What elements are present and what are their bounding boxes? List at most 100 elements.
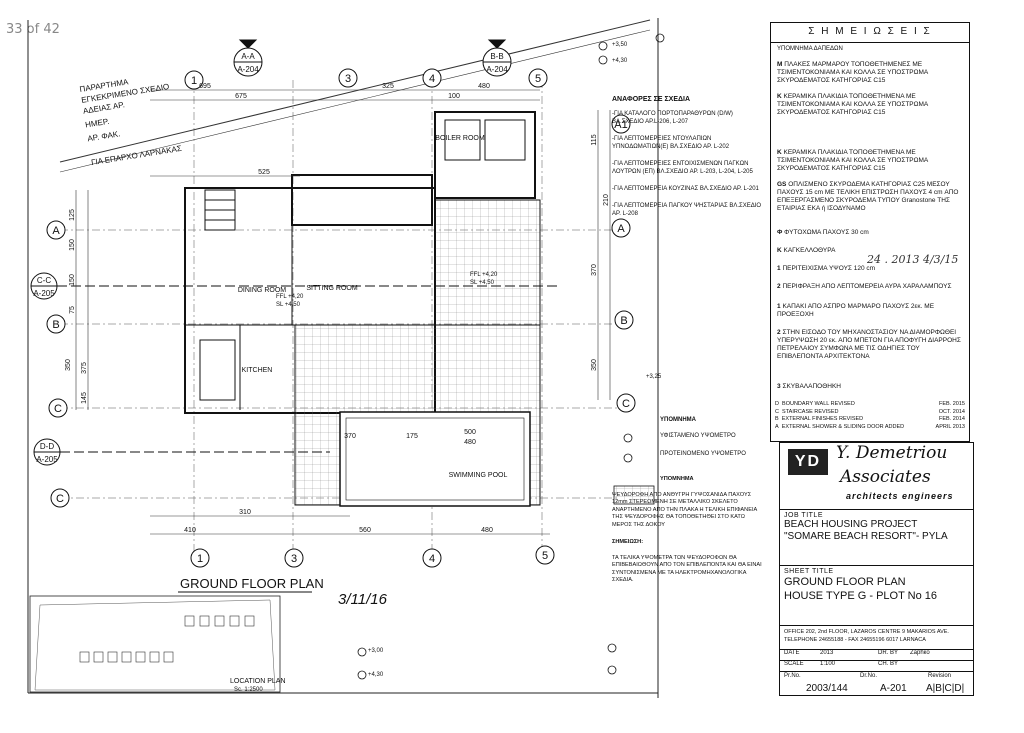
scale-row: SCALE 1:100 CH. BY (780, 660, 973, 672)
sheet-title-section: SHEET TITLE GROUND FLOOR PLAN HOUSE TYPE… (780, 565, 973, 625)
dim-bottom-1: 560 (359, 527, 371, 534)
level-sl-1: SL +4,50 (276, 302, 301, 308)
level-ffl-1: FFL +4,20 (276, 294, 304, 300)
dim-left-1: 150 (69, 239, 76, 251)
revision-value: A|B|C|D| (926, 683, 965, 694)
section-marker-aa: A-A (241, 52, 255, 61)
note-item: Κ ΚΕΡΑΜΙΚΑ ΠΛΑΚΙΔΙΑ ΤΟΠΟΘΕΤΗΜΕΝΑ ΜΕ ΤΣΙΜ… (777, 149, 928, 172)
dim-left-4: 350 (65, 359, 72, 371)
grid-col-4: 4 (429, 73, 435, 85)
dim-right-3: 350 (591, 359, 598, 371)
level-top-1: +3,50 (612, 42, 628, 48)
dim-left-5: 375 (81, 362, 88, 374)
notes-handwritten: 24 . 2013 4/3/15 (867, 253, 959, 266)
room-boiler: BOILER ROOM (435, 135, 485, 142)
numbered-note: 1 ΚΑΠΑΚΙ ΑΠΟ ΑΣΠΡΟ ΜΑΡΜΑΡΟ ΠΑΧΟΥΣ 2εκ. Μ… (777, 303, 935, 318)
job-title-label: JOB TITLE (784, 512, 823, 519)
sheet-title-line-1: GROUND FLOOR PLAN (784, 576, 906, 588)
level-bottom-2: +4,30 (368, 672, 384, 678)
address-line-2: TELEPHONE 24655188 - FAX 24655196 6017 L… (784, 637, 926, 643)
references-heading: ΑΝΑΦΟΡΕΣ ΣΕ ΣΧΕΔΙΑ (612, 96, 691, 103)
level-ffl-2: FFL +4,20 (470, 272, 498, 278)
dim-right-0: 115 (591, 134, 598, 145)
room-dining: DINING ROOM (238, 287, 286, 294)
note-item: Κ ΚΑΓΚΕΛΛΟΘΥΡΑ (777, 247, 836, 254)
job-title-section: JOB TITLE BEACH HOUSING PROJECT "SOMARE … (780, 509, 973, 565)
dim-left-3: 75 (69, 306, 76, 314)
numbered-note: 3 ΣΚΥΒΑΛΑΠΟΘΗΚΗ (777, 383, 842, 390)
level-sl-2: SL +4,50 (470, 280, 495, 286)
sheet-title-line-2: HOUSE TYPE G - PLOT No 16 (784, 590, 938, 602)
page-counter: 33 of 42 (6, 22, 60, 37)
note-item: Μ ΠΛΑΚΕΣ ΜΑΡΜΑΡΟΥ ΤΟΠΟΘΕΤΗΜΕΝΕΣ ΜΕ ΤΣΙΜΕ… (777, 61, 928, 84)
dim-left-2: 150 (69, 274, 76, 286)
notes-panel: Σ Η Μ Ε Ι Ω Σ Ε Ι Σ ΥΠΟΜΝΗΜΑ ΔΑΠΕΔΩΝ Μ Π… (770, 22, 970, 442)
grid-row-c: C (54, 403, 62, 415)
reference-item: -ΓΙΑ ΛΕΠΤΟΜΕΡΕΙΕΣ ΕΝΤΟΙΧΙΣΜΕΝΩΝ ΠΑΓΚΩΝ Λ… (612, 161, 753, 175)
dim-top-4: 480 (478, 83, 490, 90)
date-row: DATE 2013 DR. BY Zaphко (780, 649, 973, 661)
reference-item: -ΓΙΑ ΚΑΤΑΛΟΓΟ ΠΟΡΤΟΠΑΡΑΘΥΡΩΝ (D/W) ΒΛ.ΣΧ… (612, 111, 733, 125)
location-plan: LOCATION PLAN Sc. 1:2500 (29, 595, 286, 693)
level-top-2: +4,30 (612, 58, 628, 64)
sheet-title-label: SHEET TITLE (784, 568, 834, 575)
note-item: 1 ΠΕΡΙΤΕΙΧΙΣΜΑ ΥΨΟΥΣ 120 cm (777, 265, 876, 272)
note-item: Κ ΚΕΡΑΜΙΚΑ ΠΛΑΚΙΔΙΑ ΤΟΠΟΘΕΤΗΜΕΝΑ ΜΕ ΤΣΙΜ… (777, 93, 928, 116)
dim-top-3: 100 (448, 93, 460, 100)
grid-row-c-right: C (622, 398, 630, 410)
note-item: 2 ΠΕΡΙΦΡΑΞΗ ΑΠΟ ΛΕΠΤΟΜΕΡΕΙΑ ΑΥΡΑ ΧΑΡΑΛΑΜ… (777, 283, 952, 290)
grid-row-a1-right: A1 (614, 119, 627, 131)
level-right: +3,25 (646, 374, 662, 380)
grid-col-3: 3 (345, 73, 351, 85)
notes-title: Σ Η Μ Ε Ι Ω Σ Ε Ι Σ (771, 23, 969, 43)
dim-left-6: 145 (81, 392, 88, 404)
dim-bottom-8: 480 (464, 439, 476, 446)
title-block: YD Y. Demetriou Associates architects en… (779, 442, 974, 696)
date-value: 2013 (820, 650, 834, 656)
room-kitchen: KITCHEN (242, 367, 273, 374)
dim-bottom-6: 175 (406, 433, 418, 440)
grid-row-b: B (52, 319, 59, 331)
firm-logo: YD (788, 449, 828, 475)
grid-col-5-bottom: 5 (542, 550, 548, 562)
job-title-line-1: BEACH HOUSING PROJECT (784, 519, 918, 530)
notes-subtitle: ΥΠΟΜΝΗΜΑ ΔΑΠΕΔΩΝ (777, 46, 843, 52)
dim-bottom-5: 370 (344, 433, 356, 440)
number-row: Pr.No. 2003/144 Dr.No. A-201 Revision A|… (780, 671, 973, 696)
grid-row-b-right: B (620, 315, 627, 327)
reference-item: -ΓΙΑ ΛΕΠΤΟΜΕΡΕΙΕΣ ΝΤΟΥΛΑΠΙΩΝ ΥΠΝΟΔΩΜΑΤΙΩ… (612, 136, 730, 150)
note-item: GS ΟΠΛΙΣΜΕΝΟ ΣΚΥΡΟΔΕΜΑ ΚΑΤΗΓΟΡΙΑΣ C25 ΜΕ… (777, 181, 959, 212)
grid-col-3-bottom: 3 (291, 553, 297, 565)
grid-row-a-right: A (617, 223, 625, 235)
section-marker-dd: D-D (40, 442, 54, 451)
grid-col-1-bottom: 1 (197, 553, 203, 565)
remark-text: ΤΑ ΤΕΛΙΚΑ ΥΨΟΜΕΤΡΑ ΤΩΝ ΨΕΥΔΟΡΟΦΩΝ ΘΑ ΕΠΙ… (612, 554, 762, 584)
dim-top-5: 525 (258, 169, 270, 176)
grid-row-a: A (52, 225, 60, 237)
drawn-by-value: Zaphко (910, 650, 930, 656)
reference-item: -ΓΙΑ ΛΕΠΤΟΜΕΡΕΙΑ ΠΑΓΚΟΥ ΨΗΣΤΑΡΙΑΣ ΒΛ.ΣΧΕ… (612, 203, 762, 217)
legend-existing-level: ΥΦΙΣΤΑΜΕΝΟ ΥΨΟΜΕΤΡΟ (660, 433, 736, 439)
stamp-line-3: ΗΜΕΡ. (85, 117, 110, 130)
section-sheet-aa: A-204 (237, 65, 259, 74)
dim-right-1: 210 (603, 194, 610, 206)
references-block: ΑΝΑΦΟΡΕΣ ΣΕ ΣΧΕΔΙΑ -ΓΙΑ ΚΑΤΑΛΟΓΟ ΠΟΡΤΟΠΑ… (612, 96, 764, 218)
stamp-line-4: ΑΡ. ΦΑΚ. (87, 129, 121, 143)
firm-associates: Associates (840, 467, 931, 487)
dim-top-0: 695 (199, 83, 211, 90)
room-pool: SWIMMING POOL (449, 472, 508, 479)
dim-bottom-3: 310 (239, 509, 251, 516)
firm-subtitle: architects engineers (846, 491, 954, 501)
section-marker-bb: B-B (490, 52, 503, 61)
level-bottom-1: +3,00 (368, 648, 384, 654)
dim-bottom-0: 410 (184, 527, 196, 534)
reference-item: -ΓΙΑ ΛΕΠΤΟΜΕΡΕΙΑ ΚΟΥΖΙΝΑΣ ΒΛ.ΣΧΕΔΙΟ ΑΡ. … (612, 186, 759, 192)
legend-block: ΥΠΟΜΝΗΜΑ ΥΦΙΣΤΑΜΕΝΟ ΥΨΟΜΕΤΡΟ ΠΡΟΤΕΙΝΟΜΕΝ… (660, 416, 770, 458)
stamp-line-5: ΓΙΑ ΕΠΑΡΧΟ ΛΑΡΝΑΚΑΣ (90, 144, 182, 167)
scale-value: 1:100 (820, 661, 836, 667)
